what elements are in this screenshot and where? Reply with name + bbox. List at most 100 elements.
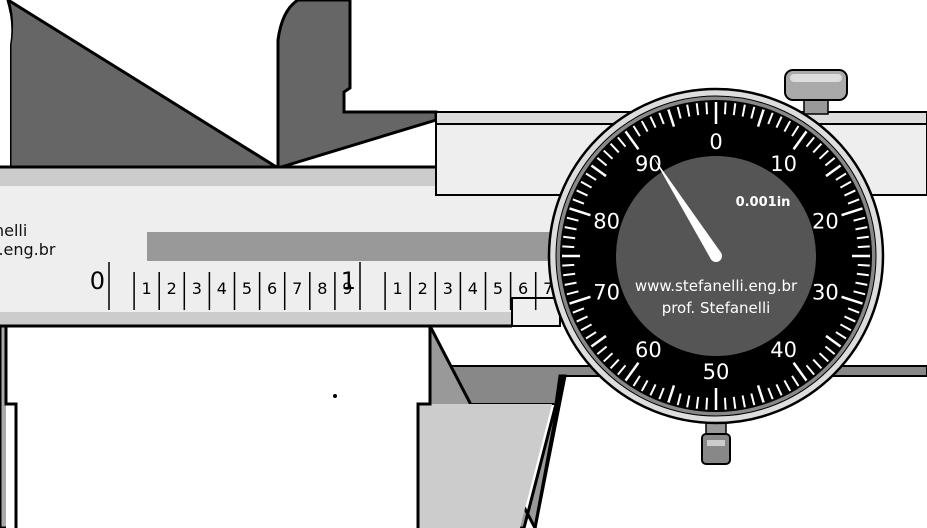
dial-unit: 0.001in [736, 195, 791, 210]
dial-tick [617, 136, 627, 148]
lower-jaw-right-shade [418, 404, 552, 528]
dial-tick [825, 334, 842, 348]
dial-label: 70 [593, 281, 620, 305]
dial-tick [596, 345, 608, 355]
upper-jaw[interactable] [6, 0, 438, 170]
dial-tick [855, 281, 868, 286]
dial-ticks [562, 102, 870, 410]
dial-tick [596, 157, 608, 167]
dial-tick [824, 157, 836, 167]
dial-tick [667, 384, 676, 403]
dial-tick [695, 396, 700, 409]
dial-tick [855, 226, 868, 231]
lower-jaw-right-inner [523, 403, 557, 528]
dial-tick [812, 358, 823, 369]
dial-tick [805, 364, 815, 376]
dial-tick [563, 235, 576, 240]
dial-tick [818, 149, 829, 160]
lower-jaw-right-outer [533, 375, 565, 528]
dial-tick [856, 235, 869, 240]
dial-tick [723, 397, 727, 410]
scale-minor-label: 6 [518, 279, 528, 298]
dial-tick [603, 149, 614, 160]
dial-tick [580, 180, 593, 189]
scale-minor-label: 5 [242, 279, 252, 298]
dial-tick [723, 102, 727, 115]
scale-minor-label: 1 [393, 279, 403, 298]
dial-tick [564, 226, 577, 231]
dial-label: 80 [593, 209, 620, 233]
dial-tick [624, 130, 640, 150]
dial-tick [732, 103, 737, 116]
dial-tick [783, 120, 792, 133]
center-dot [333, 394, 337, 398]
dial-needle[interactable] [652, 156, 722, 260]
dial-tick [640, 379, 649, 392]
dial-tick [569, 207, 591, 217]
scale-minor-label: 3 [192, 279, 202, 298]
dial-tick [580, 323, 593, 332]
beam-slot [147, 232, 567, 261]
dial-tick [767, 387, 774, 400]
dial-tick [705, 102, 709, 115]
scale-minor-label: 4 [217, 279, 227, 298]
dial-tick [566, 290, 579, 296]
dial-tick [576, 189, 588, 197]
dial-tick [640, 120, 649, 133]
dial-tick [624, 362, 640, 382]
dial-tick [695, 103, 700, 116]
dial-tick [572, 307, 585, 314]
dial-bottom-knob[interactable] [701, 433, 731, 465]
dial-label: 40 [770, 338, 797, 362]
dial-tick [841, 207, 863, 217]
dial-tick [676, 106, 682, 119]
dial-tick [686, 104, 691, 117]
dial-tick [750, 393, 756, 406]
main-beam-shadow [0, 167, 436, 186]
dial-tick [676, 393, 682, 406]
dial-label: 20 [812, 209, 839, 233]
dial-tick [572, 198, 585, 205]
dial-tick [825, 164, 842, 178]
scale-minor-label: 8 [317, 279, 327, 298]
dial-tick [609, 358, 620, 369]
dial-tick [839, 323, 852, 332]
dial-tick [792, 130, 808, 150]
dial-tick [649, 384, 657, 396]
dial-tick [617, 364, 627, 376]
dial-tick [835, 172, 847, 181]
dial-tick [585, 172, 597, 181]
dial-tick [756, 384, 765, 403]
lower-jaw-gap-outline [4, 326, 432, 528]
dial-tick [563, 272, 576, 277]
dial-tick [603, 352, 614, 363]
scale-minor-label: 2 [167, 279, 177, 298]
dial-tick [576, 315, 588, 323]
dial-tick [686, 395, 691, 408]
dial-tick [566, 216, 579, 222]
scale-major-label: 0 [90, 267, 105, 295]
dial-tick [569, 295, 591, 305]
dial-tick [792, 362, 808, 382]
dial-tick [705, 397, 709, 410]
dial-label: 0 [709, 130, 722, 154]
dial-top-knob-shine [790, 74, 842, 82]
scale-minor-label: 9 [342, 279, 352, 298]
dial-bottom-knob-shine [707, 440, 725, 446]
dial-tick [585, 331, 597, 340]
dial-tick [783, 379, 792, 392]
dial-tick [741, 395, 746, 408]
dial-label: 10 [770, 152, 797, 176]
dial-tick [791, 375, 800, 387]
dial-tick [562, 263, 575, 267]
dial-website: www.stefanelli.eng.br [635, 277, 798, 295]
dial-tick [818, 352, 829, 363]
brand-text-line2: i.eng.br [0, 240, 56, 259]
dial-tick [791, 125, 800, 137]
dial-tick [632, 125, 641, 137]
scale-minor-label: 4 [468, 279, 478, 298]
dial-label: 30 [812, 281, 839, 305]
